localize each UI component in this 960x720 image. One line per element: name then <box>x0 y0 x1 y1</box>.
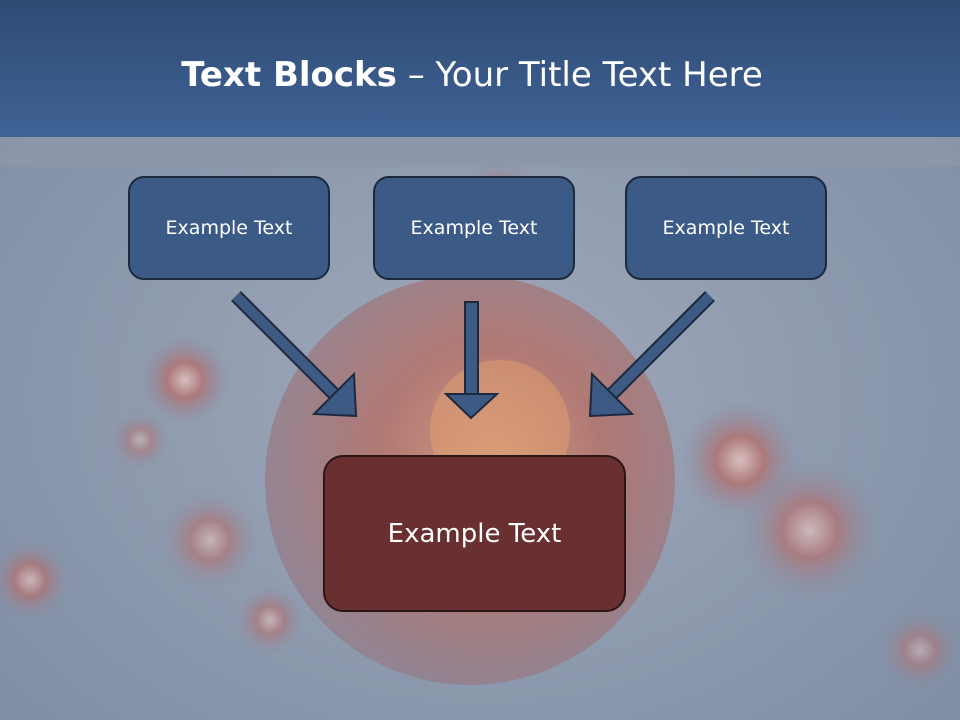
bottom-box-label: Example Text <box>387 518 562 549</box>
title-stripe <box>0 137 960 167</box>
top-box-center-label: Example Text <box>410 217 538 239</box>
arrow-left <box>231 291 358 418</box>
title-dash: – <box>396 55 436 95</box>
top-box-left-label: Example Text <box>165 217 293 239</box>
bottom-box[interactable]: Example Text <box>323 455 626 612</box>
title-bar <box>0 0 960 137</box>
top-box-right-label: Example Text <box>662 217 790 239</box>
top-box-center[interactable]: Example Text <box>373 176 575 280</box>
top-box-left[interactable]: Example Text <box>128 176 330 280</box>
title-bold-part: Text Blocks <box>181 55 397 95</box>
arrow-right <box>588 291 715 418</box>
arrow-center <box>443 301 500 420</box>
title-rest: Your Title Text Here <box>435 55 763 95</box>
slide-title[interactable]: Text Blocks – Your Title Text Here <box>0 0 944 150</box>
top-box-right[interactable]: Example Text <box>625 176 827 280</box>
